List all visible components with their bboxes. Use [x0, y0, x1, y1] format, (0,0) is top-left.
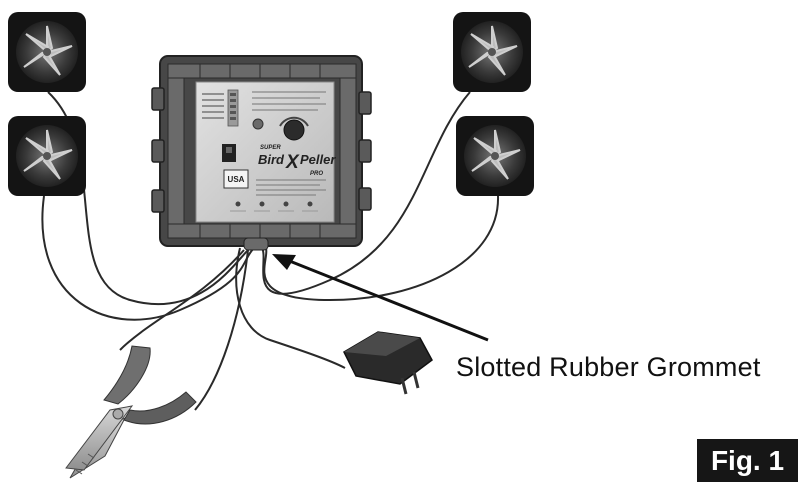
speaker-mid-right-icon — [456, 116, 534, 196]
brand-super: SUPER — [260, 145, 281, 151]
volume-knob-icon — [284, 120, 304, 140]
rubber-grommet — [244, 238, 268, 250]
knob-small-icon — [253, 119, 263, 129]
wire-adapter — [236, 248, 345, 368]
figure-label: Fig. 1 — [697, 439, 798, 482]
brand-bird: Bird — [258, 152, 285, 167]
device-enclosure: SUPER Bird X Peller PRO USA — [152, 56, 371, 250]
power-adapter-icon — [344, 332, 432, 394]
speaker-top-right-icon — [453, 12, 531, 92]
speaker-top-left-icon — [8, 12, 86, 92]
brand-x: X — [285, 152, 300, 173]
brand-peller: Peller — [300, 152, 336, 167]
usa-badge-text: USA — [228, 175, 245, 184]
battery-clamp-icon — [66, 346, 196, 478]
brand-pro: PRO — [310, 171, 323, 177]
callout-label: Slotted Rubber Grommet — [456, 352, 761, 383]
speaker-mid-left-icon — [8, 116, 86, 196]
